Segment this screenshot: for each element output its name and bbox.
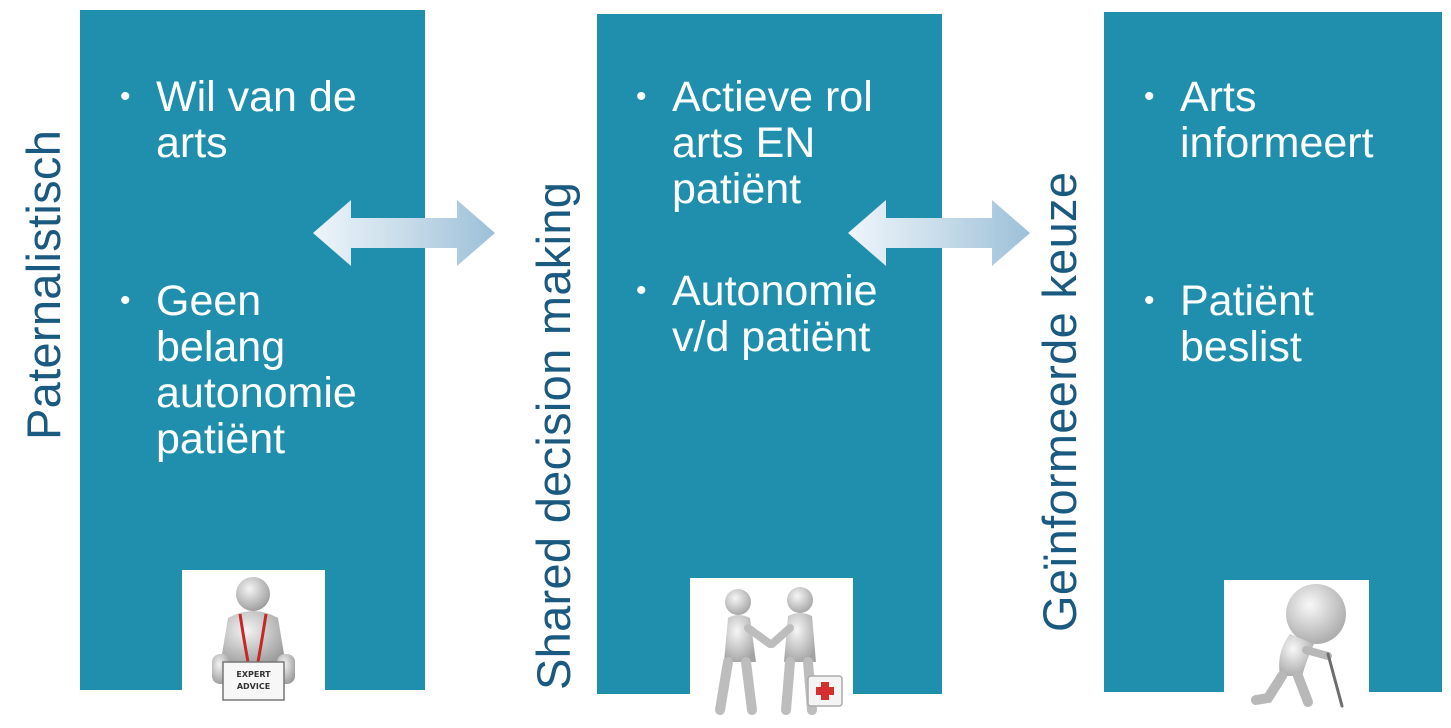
bullet-line: arts EN bbox=[672, 119, 816, 167]
bullet-dot: • bbox=[636, 274, 647, 307]
sign-text: ADVICE bbox=[237, 682, 270, 691]
bullet-item: • Wil van de arts bbox=[112, 74, 412, 166]
sign-text: EXPERT bbox=[236, 670, 271, 679]
bullet-line: Geen bbox=[156, 277, 262, 325]
handshake-figures-icon bbox=[715, 587, 843, 715]
bullet-line: arts bbox=[156, 119, 228, 167]
bullet-item: • Geen belang autonomie patiënt bbox=[112, 278, 412, 462]
bullet-line: Wil van de bbox=[156, 73, 357, 121]
bullet-item: • Actieve rol arts EN patiënt bbox=[628, 74, 938, 212]
bullet-dot: • bbox=[120, 80, 131, 113]
double-arrow-icon bbox=[848, 200, 1030, 266]
bullet-line: Autonomie bbox=[672, 267, 878, 315]
bullet-dot: • bbox=[1144, 284, 1155, 317]
bullet-line: patiënt bbox=[156, 415, 286, 463]
bullet-line: Actieve rol bbox=[672, 73, 873, 121]
bullet-dot: • bbox=[636, 80, 647, 113]
bullet-line: patiënt bbox=[672, 165, 802, 213]
bullet-item: • Patiënt beslist bbox=[1136, 278, 1436, 370]
bullet-line: autonomie bbox=[156, 369, 357, 417]
thinking-figure-picture bbox=[1224, 580, 1369, 714]
bullet-list-geinformeerde-keuze: • Arts informeert • Patiënt beslist bbox=[1136, 74, 1436, 437]
bullet-line: informeert bbox=[1180, 119, 1374, 167]
double-arrow-icon bbox=[313, 200, 495, 266]
handshake-picture bbox=[690, 578, 853, 718]
expert-advice-figure-icon: EXPERT ADVICE bbox=[212, 577, 295, 701]
bullet-line: Arts bbox=[1180, 73, 1257, 121]
bullet-line: v/d patiënt bbox=[672, 313, 871, 361]
bullet-line: beslist bbox=[1180, 323, 1302, 371]
bullet-list-paternalistisch: • Wil van de arts • Geen belang autonomi… bbox=[112, 74, 412, 529]
expert-advice-picture: EXPERT ADVICE bbox=[182, 570, 325, 710]
panel-geinformeerde-keuze bbox=[1104, 12, 1442, 692]
bullet-line: Patiënt bbox=[1180, 277, 1314, 325]
bullet-line: belang bbox=[156, 323, 286, 371]
thinking-figure-with-cane-icon bbox=[1251, 584, 1346, 708]
bullet-dot: • bbox=[1144, 80, 1155, 113]
bullet-list-shared-decision-making: • Actieve rol arts EN patiënt • Autonomi… bbox=[628, 74, 938, 427]
bullet-item: • Autonomie v/d patiënt bbox=[628, 268, 938, 360]
bullet-item: • Arts informeert bbox=[1136, 74, 1436, 166]
column-title-geinformeerde-keuze: Geïnformeerde keuze bbox=[1033, 171, 1086, 632]
column-title-paternalistisch: Paternalistisch bbox=[17, 129, 70, 440]
bullet-dot: • bbox=[120, 284, 131, 317]
column-title-shared-decision-making: Shared decision making bbox=[527, 181, 580, 690]
